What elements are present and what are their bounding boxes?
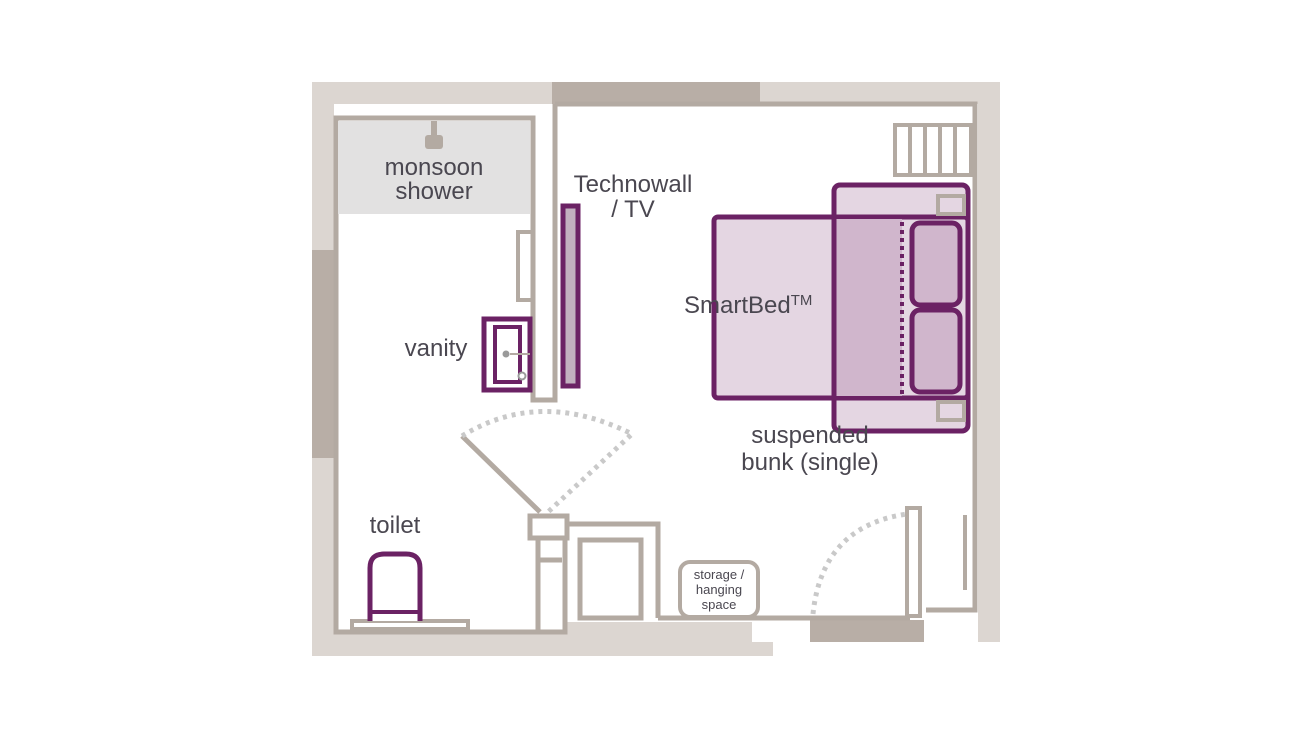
- pillow-top: [909, 220, 963, 308]
- technowall-label-line1: Technowall: [574, 171, 693, 198]
- shower-label-line1: monsoon: [385, 154, 484, 181]
- storage-unit: [678, 560, 760, 619]
- radiator: [893, 123, 973, 177]
- mirror-panel: [516, 230, 535, 302]
- inner-walls: [333, 101, 978, 635]
- vanity: vanity: [405, 316, 533, 393]
- shower-label-line2: shower: [395, 178, 472, 205]
- bunk-label-line1: suspended: [751, 422, 868, 449]
- bathroom-wall: [333, 115, 536, 400]
- wardrobe-wall: [567, 521, 661, 618]
- bathroom-door-swing-arc: [460, 409, 637, 514]
- shower-head-stem: [431, 121, 437, 137]
- bathroom-left-lower: [333, 400, 568, 635]
- tap-icon: [517, 371, 527, 381]
- entry-door-swing-arc: [810, 511, 908, 615]
- shower-head-icon: [425, 135, 443, 149]
- radiator-frame: [893, 123, 973, 177]
- storage-label-line1: storage /: [694, 567, 745, 582]
- bunk-label-line2: bunk (single): [741, 449, 878, 476]
- bathroom-door-leaf: [460, 434, 542, 514]
- storage: storage / hanging space: [678, 560, 760, 619]
- bathroom-door: [460, 409, 637, 514]
- white-notch-bottom-right: [773, 642, 1000, 656]
- technowall-label-line2: / TV: [611, 196, 655, 223]
- technowall: Technowall / TV: [560, 171, 693, 389]
- window-top: [552, 82, 760, 104]
- smartbed-trademark: TM: [791, 292, 813, 309]
- pillow-bottom: [909, 307, 963, 395]
- basin-drain-icon: [502, 350, 510, 358]
- entry-door-leaf: [905, 506, 922, 618]
- storage-label-line3: space: [702, 597, 737, 612]
- wardrobe-unit: [577, 537, 644, 621]
- headboard-bracket-top: [936, 194, 966, 216]
- vanity-label: vanity: [405, 335, 468, 362]
- window-left: [312, 250, 334, 458]
- toilet-label: toilet: [370, 512, 421, 539]
- smartbed-label: SmartBedTM: [684, 292, 812, 319]
- toilet: toilet: [350, 512, 470, 631]
- headboard-bracket-bottom: [936, 400, 966, 422]
- door-jamb: [527, 513, 570, 541]
- main-room-wall: [555, 101, 978, 613]
- toilet-bowl: [367, 551, 423, 621]
- entry-threshold: [810, 620, 924, 642]
- bed-overlap-shade: [836, 219, 902, 396]
- shower: monsoon shower: [338, 121, 530, 214]
- radiator-fins: [908, 125, 957, 175]
- smartbed: SmartBedTM suspended bunk (single): [684, 182, 971, 476]
- technowall-tv: [560, 203, 581, 389]
- smartbed-label-text: SmartBed: [684, 292, 791, 319]
- storage-label-line2: hanging: [696, 582, 742, 597]
